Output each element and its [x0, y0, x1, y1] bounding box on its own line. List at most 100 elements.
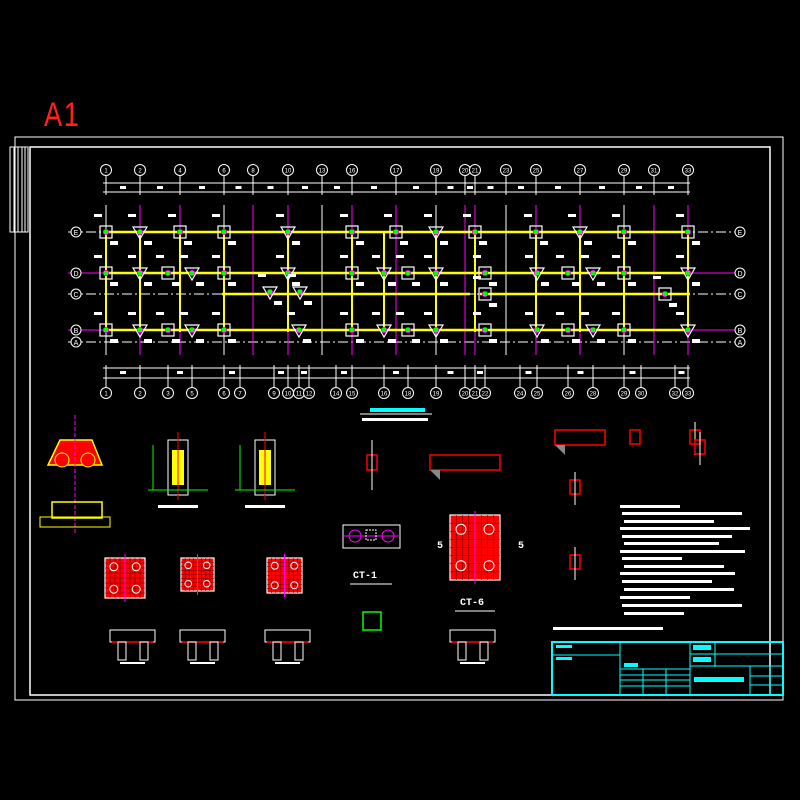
beam-section [429, 454, 501, 471]
note-line [622, 604, 742, 607]
section-mark-left: 5 [437, 541, 444, 552]
column-mark [535, 271, 539, 275]
pile-cap-outline [345, 323, 359, 337]
cap-dim [388, 282, 396, 286]
cap-tag [581, 255, 589, 258]
axis-label-top: 4 [178, 169, 182, 175]
column-mark [591, 328, 595, 332]
dimension-value [302, 186, 308, 189]
pile-cap-outline [584, 267, 602, 282]
cap-dim [541, 339, 549, 343]
cap-tag [612, 214, 620, 217]
pile-cap [128, 214, 152, 245]
axis-label-top: 6 [222, 169, 226, 175]
cap-tag [212, 255, 220, 258]
pile-cap-outline [345, 225, 359, 239]
pile-circle [472, 229, 478, 235]
cap-tag [473, 276, 481, 279]
pile-circle [267, 289, 273, 295]
note-line [620, 572, 735, 575]
pile-cap-outline [427, 324, 445, 339]
axis-bubble [734, 226, 746, 238]
column-mark [434, 271, 438, 275]
cap-section [51, 501, 103, 519]
pile-cap-outline [478, 323, 492, 337]
pile-circle [405, 270, 411, 276]
pile-cap [340, 214, 364, 245]
axis-label-bottom: 33 [685, 392, 692, 398]
cap-dim [356, 339, 364, 343]
cap-dim [669, 303, 677, 307]
axis-label-row: C [737, 292, 742, 299]
axis-bubble [70, 226, 82, 238]
cap-dim [184, 241, 192, 245]
column-mark [406, 328, 410, 332]
pile-cap [612, 214, 636, 245]
pile-circle [290, 581, 299, 590]
pile-circle [285, 229, 291, 235]
cap-dim [228, 282, 236, 286]
pile-cap-outline [679, 324, 697, 339]
section-title [460, 662, 485, 664]
pile-cap [128, 255, 152, 286]
axis-label-bottom: 6 [222, 392, 226, 398]
axis-label-row: A [74, 340, 79, 347]
axis-label-row: D [73, 271, 78, 278]
pile-circle [381, 270, 387, 276]
axis-bubble [530, 164, 542, 176]
pile-circle [349, 229, 355, 235]
pile-circle [621, 229, 627, 235]
axis-bubble [390, 164, 402, 176]
pile-circle [270, 561, 279, 570]
cap-tag [424, 312, 432, 315]
pile-cap-outline [183, 267, 201, 282]
cap-dim [196, 339, 204, 343]
pile [209, 641, 219, 661]
column-mark [591, 271, 595, 275]
column-mark [190, 328, 194, 332]
column-mark [286, 271, 290, 275]
pile-cap-outline [345, 266, 359, 280]
column-mark [483, 292, 487, 296]
column-mark [686, 230, 690, 234]
note-line [624, 542, 719, 545]
axis-bubble [430, 387, 442, 399]
cap-tag [581, 312, 589, 315]
column-mark [138, 230, 142, 234]
column-mark [622, 230, 626, 234]
axis-label-bottom: 29 [621, 392, 628, 398]
dimension-value [267, 186, 274, 189]
pile-circle [80, 452, 96, 468]
pile [479, 641, 489, 661]
cap-dim [692, 282, 700, 286]
cap-tag [156, 255, 164, 258]
cap-dim [597, 339, 605, 343]
column-mark [534, 230, 538, 234]
pile-circle [590, 327, 596, 333]
pile-cap-outline [261, 286, 279, 301]
dimension-value [120, 371, 126, 374]
axis-label-top: 10 [285, 169, 292, 175]
column-mark [434, 230, 438, 234]
pile-circle [270, 581, 279, 590]
inner-frame [29, 146, 771, 696]
pile-cap [212, 214, 236, 245]
cap-dim [400, 241, 408, 245]
pile-cap [372, 255, 396, 286]
pile-cap [168, 214, 192, 245]
pile-circle [165, 270, 171, 276]
axis-bubble [618, 387, 630, 399]
cap-tag [676, 312, 684, 315]
pile-cap-outline [529, 225, 543, 239]
cap-dim [479, 241, 487, 245]
cap-tag [128, 312, 136, 315]
dimension-value [199, 186, 205, 189]
pile-cap [473, 312, 497, 343]
axis-label-bottom: 10 [285, 392, 292, 398]
axis-label-bottom: 30 [638, 392, 645, 398]
pile-cap [212, 312, 236, 343]
pile-cap [156, 312, 180, 343]
axis-label-top: 19 [433, 169, 440, 175]
binding-strip [9, 146, 29, 233]
cap-dim [292, 241, 300, 245]
